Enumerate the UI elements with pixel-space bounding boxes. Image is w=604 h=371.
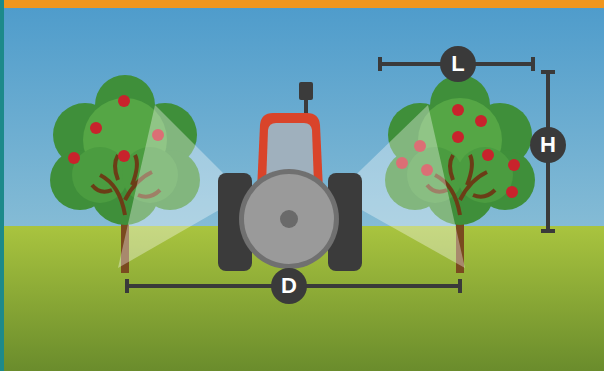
dimension-label: D: [271, 268, 307, 304]
dimension-letter: L: [451, 53, 464, 75]
dimension-letter: H: [540, 134, 556, 156]
dimension-label: H: [530, 127, 566, 163]
dimension-label: L: [440, 46, 476, 82]
side-bar: [0, 0, 4, 371]
tractor: [218, 82, 362, 271]
dimension-letter: D: [281, 275, 297, 297]
top-bar: [0, 0, 604, 8]
dimension-line: [541, 72, 555, 231]
